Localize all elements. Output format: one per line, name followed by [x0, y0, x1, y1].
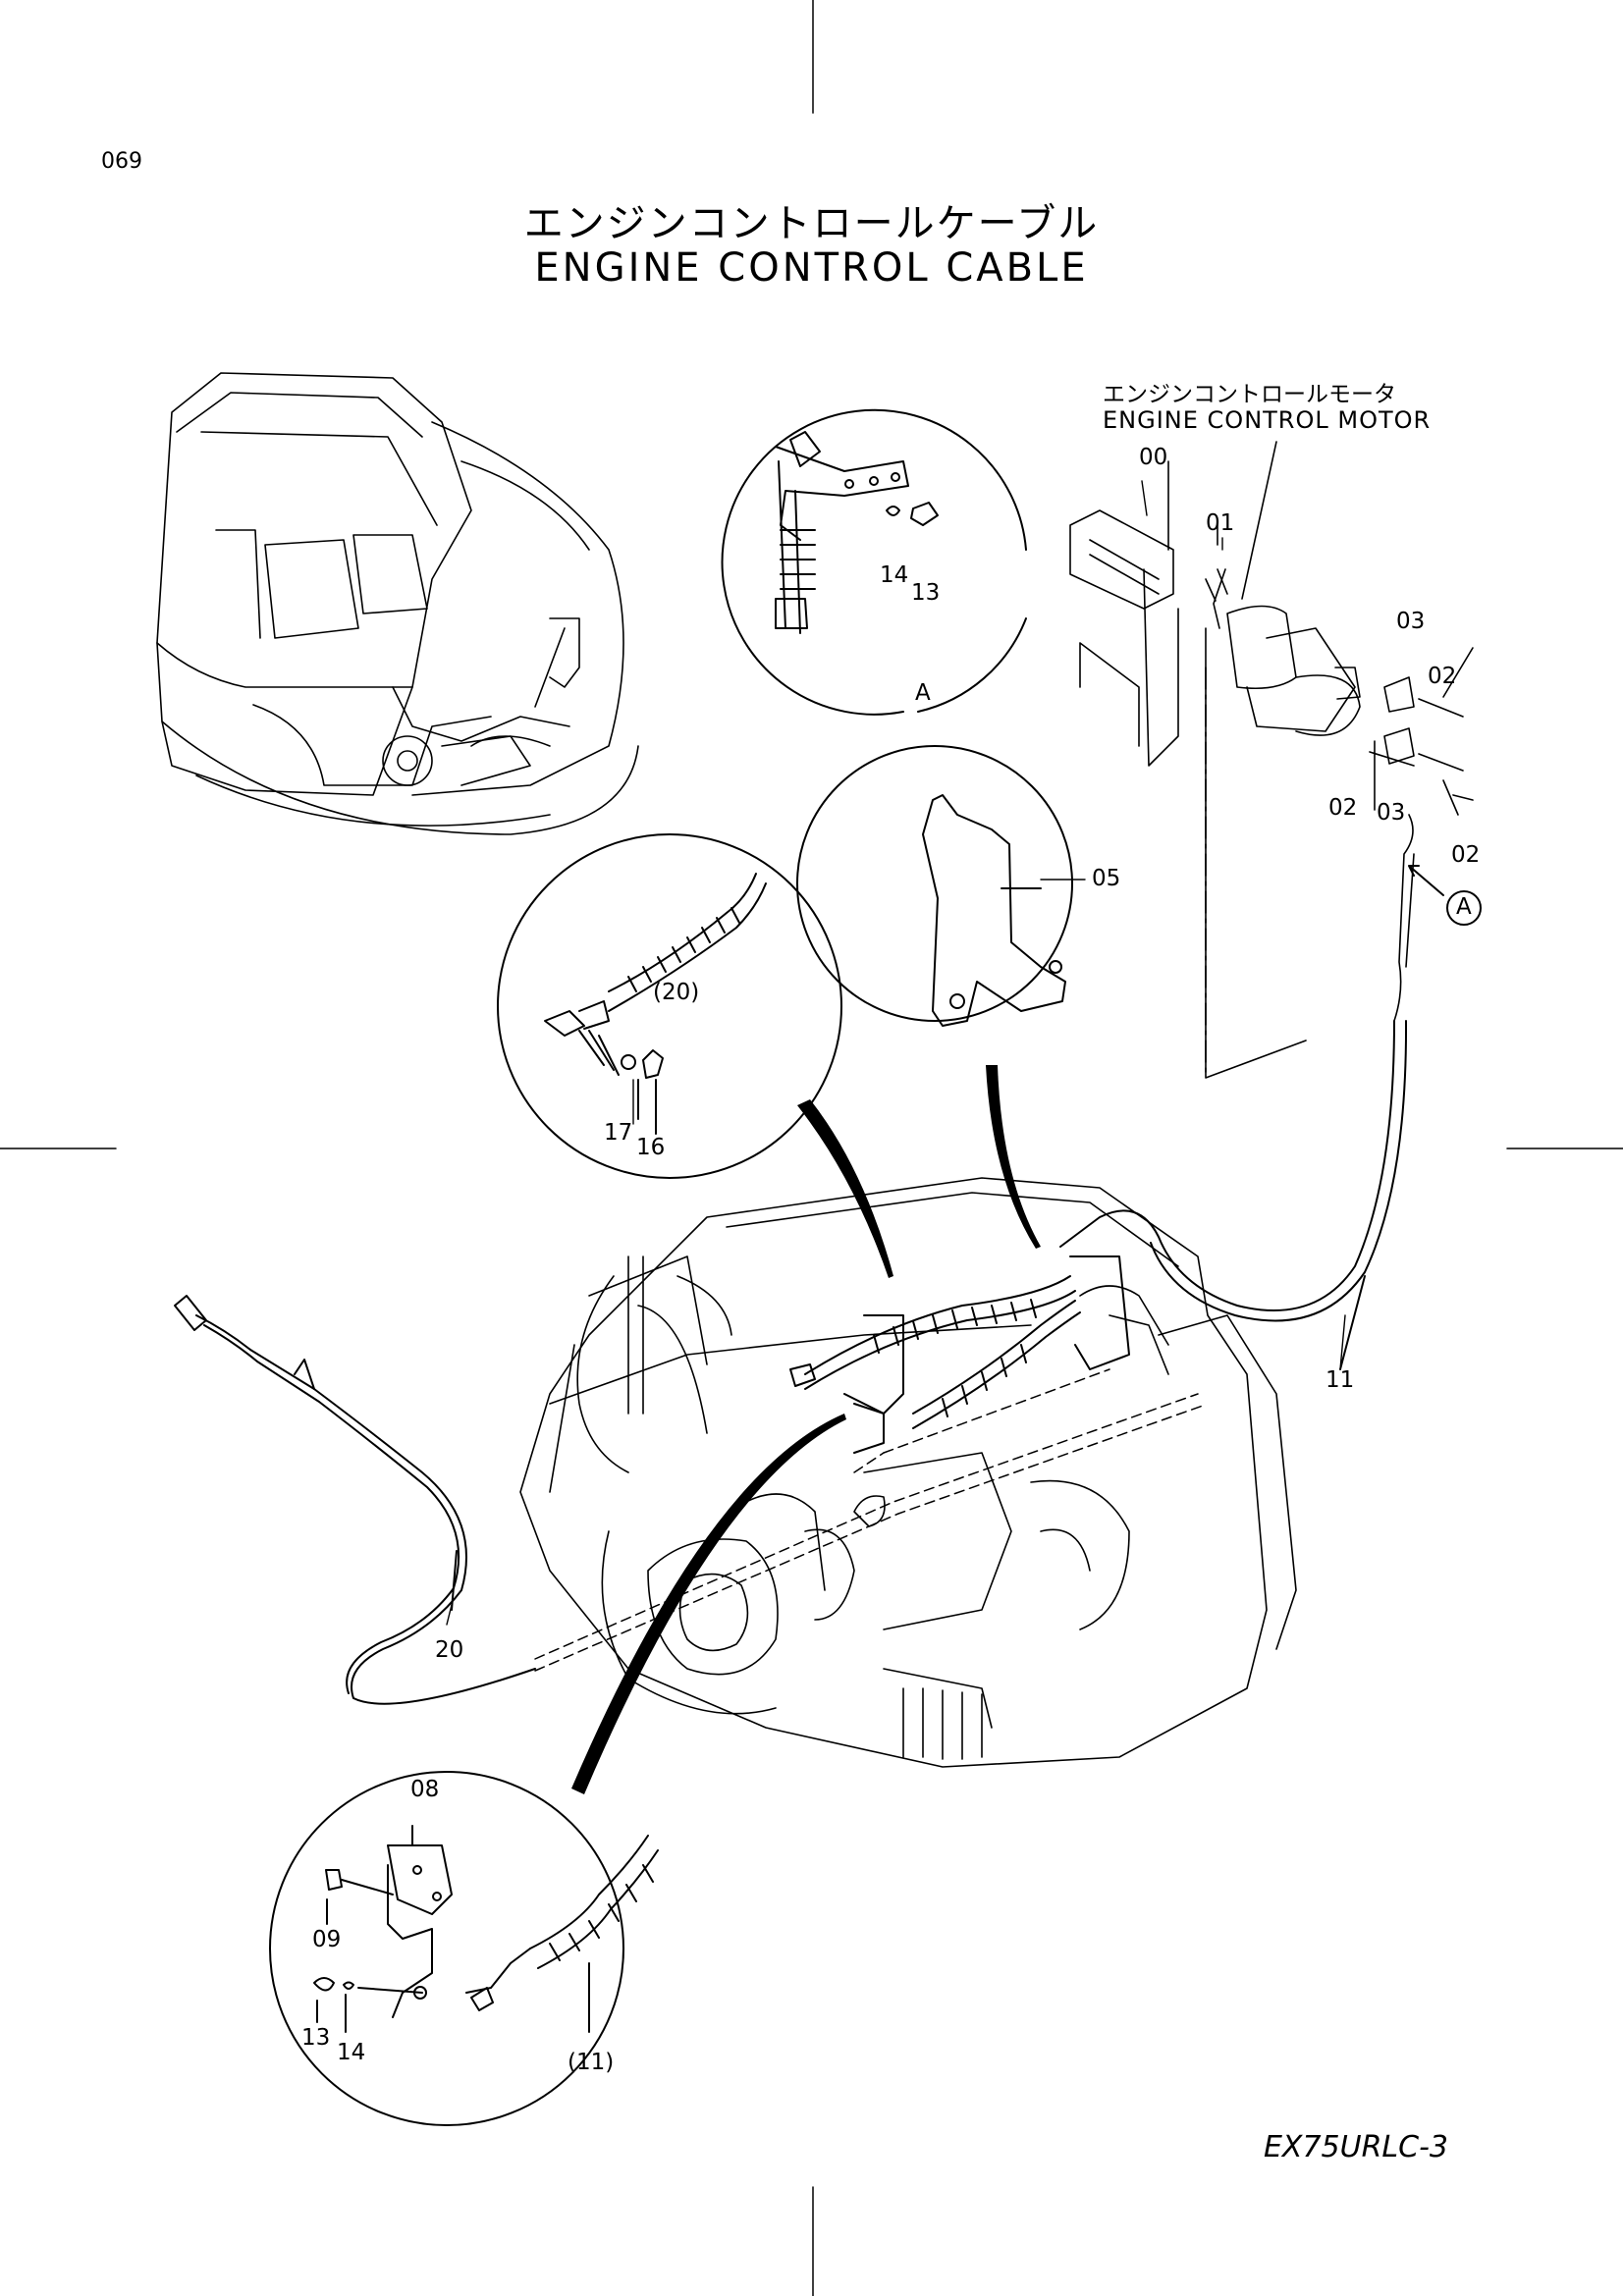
cable-end-20-detail-circle	[497, 833, 842, 1179]
page-number: 069	[101, 149, 142, 174]
bracket-05-detail-circle	[796, 745, 1073, 1027]
callout-08: 08	[410, 1777, 440, 1802]
callout-09: 09	[312, 1927, 342, 1952]
callout-01: 01	[1206, 510, 1235, 536]
callout-17: 17	[604, 1120, 633, 1146]
bracket-08-detail-circle	[269, 1771, 659, 2126]
motor-label-japanese: エンジンコントロールモータ	[1103, 382, 1396, 407]
detail-a-marker	[1408, 865, 1482, 926]
callout-20-cable-end: (20)	[653, 980, 700, 1005]
callout-02-left: 02	[1328, 795, 1358, 821]
callout-03-upper: 03	[1396, 609, 1426, 634]
callout-02-lower: 02	[1451, 842, 1481, 868]
detail-a-marker-label: A	[1456, 894, 1472, 920]
detail-a-circle	[721, 408, 1027, 716]
model-code: EX75URLC-3	[1263, 2130, 1448, 2164]
engine-body	[519, 1177, 1297, 1768]
callout-a-detail-label: A	[915, 680, 931, 706]
callout-13-bracket: 13	[301, 2025, 331, 2051]
callout-02-upper: 02	[1428, 664, 1457, 689]
cable-20-path	[174, 1295, 536, 1705]
engine-cable-bundle	[789, 1255, 1130, 1454]
title-english: ENGINE CONTROL CABLE	[534, 245, 1089, 291]
excavator-overview	[156, 372, 639, 835]
callout-03-lower: 03	[1377, 800, 1406, 826]
callout-14-bracket: 14	[337, 2040, 366, 2065]
motor-label-english: ENGINE CONTROL MOTOR	[1103, 406, 1432, 434]
cable-11-path	[1059, 1020, 1408, 1370]
leader-lines	[446, 480, 1346, 1626]
callout-11-cable-end: (11)	[568, 2050, 615, 2075]
callout-14-detail-a: 14	[880, 562, 909, 588]
callout-13-detail-a: 13	[911, 580, 941, 606]
callout-05: 05	[1092, 866, 1121, 891]
dashed-routing-lines	[534, 1368, 1204, 1672]
title-japanese: エンジンコントロールケーブル	[523, 201, 1100, 246]
callout-00: 00	[1139, 445, 1168, 470]
callout-16: 16	[636, 1135, 666, 1160]
leader-swoosh-20	[571, 1065, 1041, 1794]
engine-control-motor-assembly	[1069, 441, 1474, 1079]
callout-20: 20	[435, 1637, 464, 1663]
callout-11: 11	[1325, 1367, 1355, 1393]
